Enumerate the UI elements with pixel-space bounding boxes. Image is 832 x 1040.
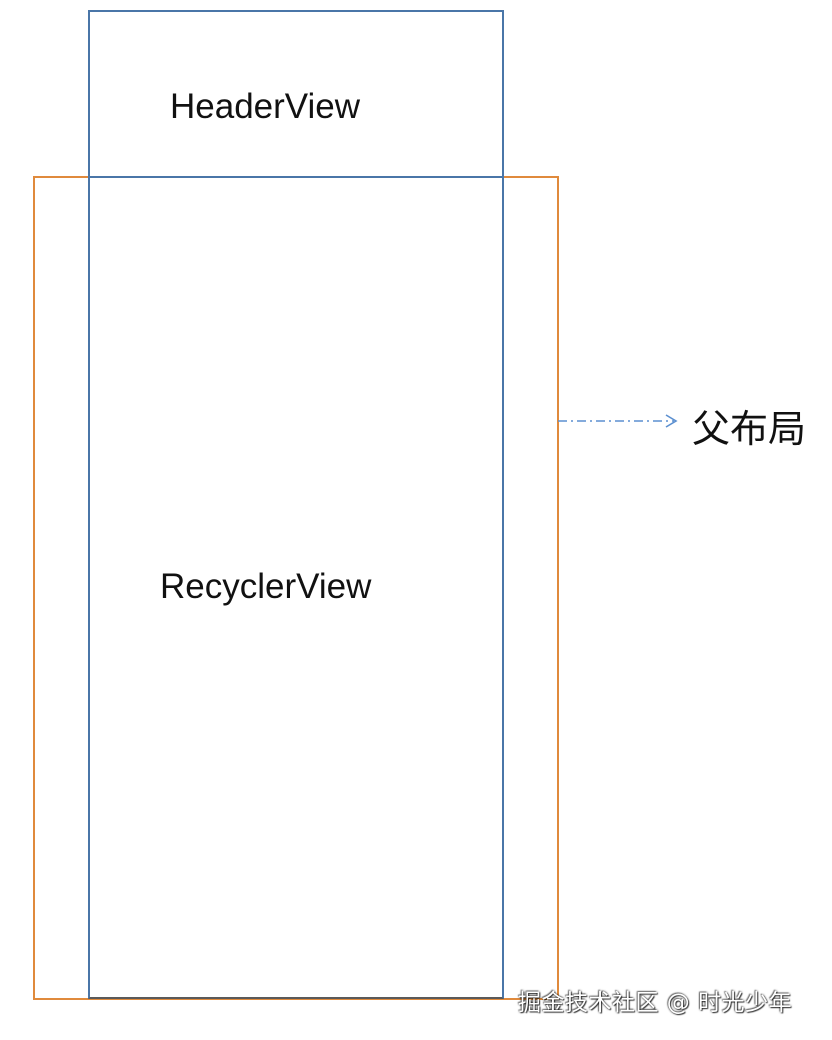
header-view-label: HeaderView (170, 87, 361, 126)
watermark: 掘金技术社区 @ 时光少年 (518, 990, 793, 1016)
recycler-view-label: RecyclerView (160, 567, 372, 606)
recycler-view-box (88, 176, 504, 999)
parent-layout-label: 父布局 (692, 407, 807, 451)
dash-dot-arrow-icon (558, 414, 678, 428)
